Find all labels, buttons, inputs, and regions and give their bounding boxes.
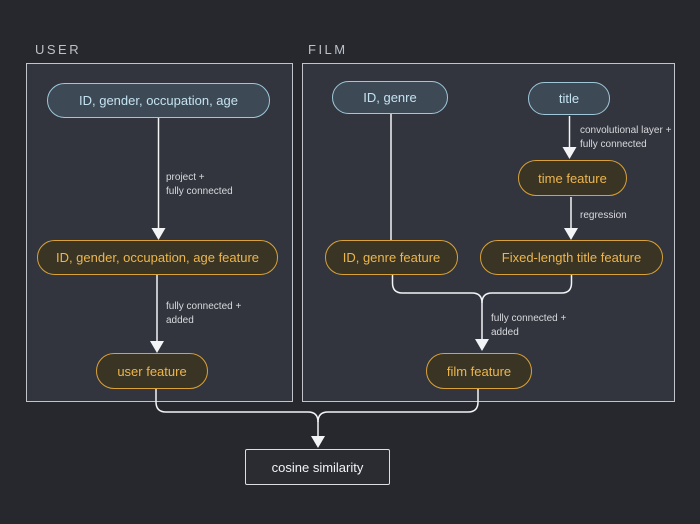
user-panel-title: USER [35, 42, 82, 57]
node-film-id-genre: ID, genre [332, 81, 448, 114]
arrowhead-user-input-feature [151, 228, 166, 240]
arrowhead-user-feature [150, 341, 164, 353]
node-film-title-feature: Fixed-length title feature [480, 240, 663, 275]
node-film-id-genre-feature: ID, genre feature [325, 240, 458, 275]
node-film-feature: film feature [426, 353, 532, 389]
edge-film-merge-left [391, 275, 483, 339]
film-panel [302, 63, 675, 402]
node-film-title: title [528, 82, 610, 115]
node-film-time-feature: time feature [518, 160, 627, 196]
node-user-feature: user feature [96, 353, 208, 389]
arrowhead-film-feature [475, 339, 489, 351]
cosine-similarity-box: cosine similarity [245, 449, 390, 485]
arrowhead-cosine [311, 436, 325, 448]
edge-film-merge-right [481, 275, 573, 304]
edge-label-convolutional-fully-connected: convolutional layer + fully connected [580, 125, 672, 150]
node-user-input: ID, gender, occupation, age [47, 83, 270, 118]
film-panel-title: FILM [308, 42, 348, 57]
edge-label-regression: regression [580, 210, 627, 221]
arrowhead-title-feature [564, 228, 578, 240]
edge-label-fully-connected-added-film: fully connected + added [491, 313, 567, 338]
edge-bottom-merge-left [155, 389, 319, 436]
edge-label-fully-connected-added-user: fully connected + added [166, 301, 242, 326]
edge-bottom-merge-right [317, 389, 479, 423]
node-user-input-feature: ID, gender, occupation, age feature [37, 240, 278, 275]
arrowhead-time-feature [562, 147, 577, 159]
edge-label-project-fully-connected: project + fully connected [166, 172, 233, 197]
